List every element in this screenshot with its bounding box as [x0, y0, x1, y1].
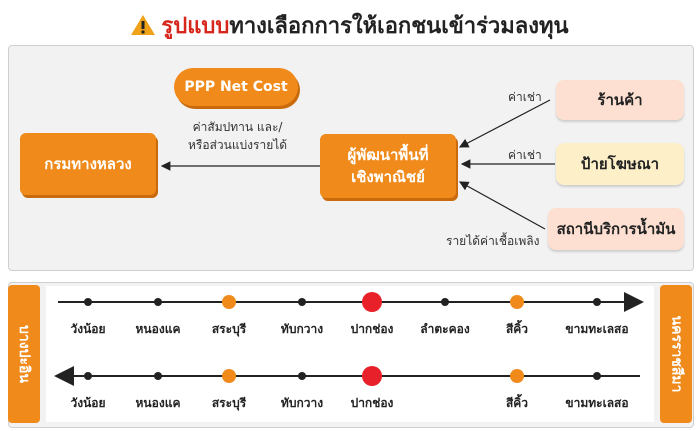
outbound-station: ปากช่อง: [350, 322, 394, 336]
outbound-station: หนองแค: [135, 322, 181, 336]
inbound-station: ขามทะเลสอ: [565, 396, 629, 410]
billboard-box: ป้ายโฆษณา: [556, 143, 684, 185]
arrow-shop-to-developer: [458, 99, 551, 148]
inbound-station: ทับกวาง: [280, 396, 324, 410]
page-title: รูปแบบทางเลือกการให้เอกชนเข้าร่วมลงทุน: [0, 8, 700, 43]
station-dot-highlight: [222, 295, 236, 309]
station-dot: [154, 372, 162, 380]
outbound-station: สีคิ้ว: [505, 322, 529, 336]
shop-box: ร้านค้า: [556, 80, 684, 120]
developer-line2: เชิงพาณิชย์: [351, 168, 425, 186]
rent-label-shop: ค่าเช่า: [508, 90, 542, 104]
ppp-badge: PPP Net Cost: [174, 68, 298, 106]
outbound-station: ลำตะคอง: [420, 322, 470, 336]
rent-label-billboard: ค่าเช่า: [508, 148, 542, 162]
concession-line1: ค่าสัมปทาน และ/: [192, 120, 283, 134]
station-dot-major: [362, 366, 382, 386]
station-dot: [298, 372, 306, 380]
station-dot: [593, 298, 601, 306]
warning-icon: [131, 15, 156, 35]
inbound-station: วังน้อย: [70, 396, 106, 410]
station-dot: [84, 372, 92, 380]
station-dot-highlight: [510, 369, 524, 383]
inbound-station: ปากช่อง: [350, 396, 394, 410]
concession-label: ค่าสัมปทาน และ/ หรือส่วนแบ่งรายได้: [188, 118, 287, 154]
station-dot: [298, 298, 306, 306]
inbound-station: สีคิ้ว: [505, 396, 529, 410]
gas-station-box: สถานีบริการน้ำมัน: [548, 208, 684, 250]
station-dot: [84, 298, 92, 306]
outbound-station: ทับกวาง: [280, 322, 324, 336]
station-dot-major: [362, 292, 382, 312]
inbound-station: สระบุรี: [211, 396, 247, 410]
billboard-label: ป้ายโฆษณา: [580, 155, 660, 173]
gas-station-label: สถานีบริการน้ำมัน: [556, 220, 676, 238]
station-dot-highlight: [222, 369, 236, 383]
outbound-station: ขามทะเลสอ: [565, 322, 629, 336]
station-dot: [154, 298, 162, 306]
inbound-station: หนองแค: [135, 396, 181, 410]
outbound-station: สระบุรี: [211, 322, 247, 336]
outbound-station: วังน้อย: [70, 322, 106, 336]
developer-box: ผู้พัฒนาพื้นที่ เชิงพาณิชย์: [320, 134, 456, 198]
ppp-badge-label: PPP Net Cost: [184, 79, 288, 95]
route-end-bar: นครราชสีมา: [660, 285, 692, 423]
developer-line1: ผู้พัฒนาพื้นที่: [347, 146, 429, 164]
title-rest: ทางเลือกการให้เอกชนเข้าร่วมลงทุน: [229, 14, 569, 39]
fuel-income-label: รายได้ค่าเชื้อเพลิง: [446, 234, 540, 248]
concession-line2: หรือส่วนแบ่งรายได้: [188, 138, 288, 152]
shop-label: ร้านค้า: [597, 91, 643, 109]
department-box: กรมทางหลวง: [20, 133, 156, 195]
route-lines-area: [46, 286, 654, 422]
arrow-gas-to-developer: [458, 181, 546, 230]
station-dot-highlight: [510, 295, 524, 309]
department-label: กรมทางหลวง: [44, 155, 132, 173]
station-dot: [441, 298, 449, 306]
station-dot: [593, 372, 601, 380]
title-highlight: รูปแบบ: [161, 14, 230, 39]
route-start-bar: บางปะอิน: [8, 285, 40, 423]
